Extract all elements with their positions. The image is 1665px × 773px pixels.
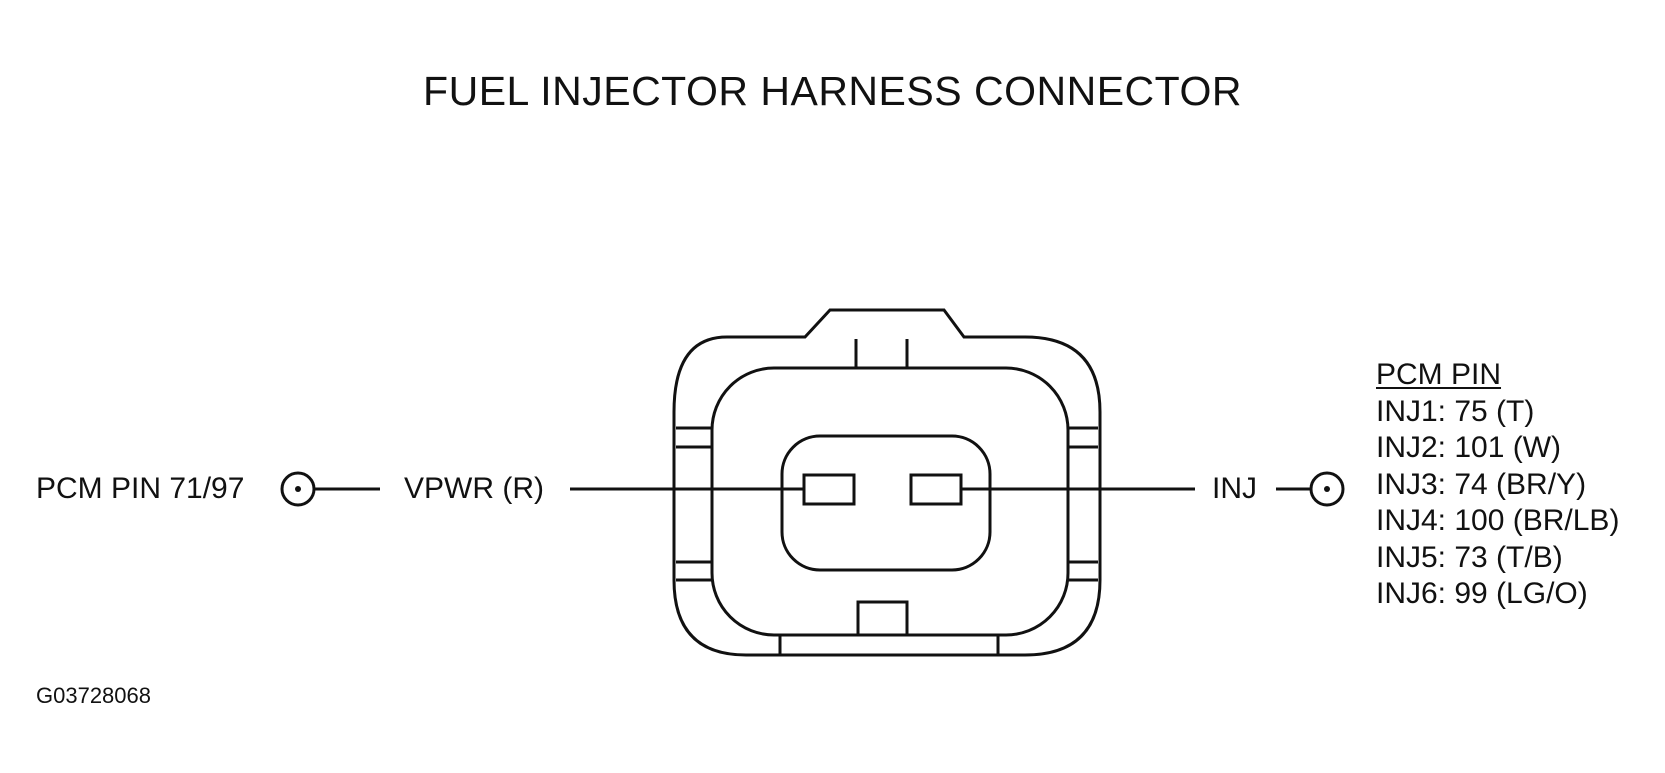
terminal-inj — [909, 473, 963, 506]
top-key — [854, 339, 909, 368]
pcm-pin-table-header: PCM PIN — [1376, 358, 1502, 391]
bottom-base — [778, 635, 1000, 655]
right-pin-dot — [1324, 486, 1330, 492]
left-pin-dot — [295, 486, 301, 492]
inj-wire-label: INJ — [1212, 472, 1257, 505]
left-pcm-pin-label: PCM PIN 71/97 — [36, 472, 245, 505]
diagram-title: FUEL INJECTOR HARNESS CONNECTOR — [423, 68, 1242, 114]
left-rib-top — [676, 426, 712, 449]
connector-outer-shell — [672, 308, 1102, 657]
pin-cavity — [780, 434, 992, 572]
figure-id: G03728068 — [36, 683, 151, 708]
pcm-pin-row: INJ3: 74 (BR/Y) — [1376, 467, 1587, 501]
right-pin-icon — [1309, 471, 1345, 507]
pcm-pin-row: INJ2: 101 (W) — [1376, 431, 1562, 464]
pcm-pin-row: INJ4: 100 (BR/LB) — [1376, 504, 1620, 537]
terminal-vpwr — [802, 473, 856, 506]
vpwr-wire-label: VPWR (R) — [404, 472, 544, 505]
pcm-pin-row: INJ6: 99 (LG/O) — [1376, 577, 1588, 610]
left-rib-bottom — [676, 560, 712, 582]
right-rib-bottom — [1068, 560, 1098, 582]
pcm-pin-table: PCM PIN INJ1: 75 (T) INJ2: 101 (W) INJ3:… — [1376, 357, 1619, 613]
connector-inner-shell — [710, 366, 1070, 637]
right-rib-top — [1068, 426, 1098, 449]
pcm-pin-row: INJ1: 75 (T) — [1376, 394, 1535, 428]
bottom-key — [856, 600, 909, 635]
pcm-pin-row: INJ5: 73 (T/B) — [1376, 540, 1563, 574]
